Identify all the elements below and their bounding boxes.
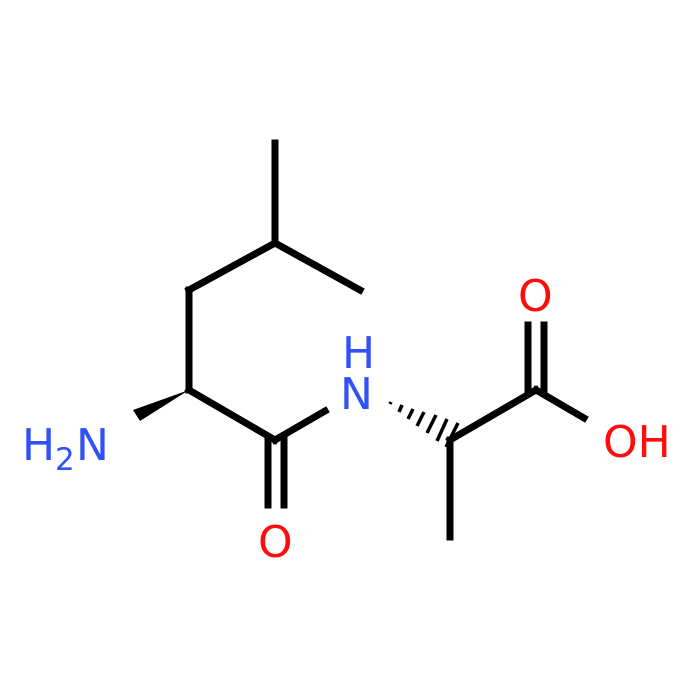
atom-nh2: H 2 N: [22, 420, 109, 478]
bond-ch-ch2: [184, 238, 280, 295]
amide-h-label: H: [342, 328, 375, 379]
bond-acid-oh: [531, 385, 589, 423]
bond-calpha-carbonyl: [184, 385, 280, 445]
nh2-n-label: N: [76, 420, 109, 471]
bond-carbonyl-nh: [270, 406, 330, 445]
wedge-bond-nh2: [133, 390, 189, 421]
acid-oxygen-label: O: [518, 271, 553, 322]
amide-oxygen-label: O: [258, 517, 293, 568]
nh2-subscript: 2: [55, 442, 75, 478]
bond-calpha-cooh: [445, 385, 541, 445]
hydroxyl-label: OH: [603, 417, 671, 468]
bond-methyl-right: [270, 238, 365, 295]
amide-n-label: N: [340, 369, 373, 420]
nh2-h-label: H: [22, 420, 55, 471]
